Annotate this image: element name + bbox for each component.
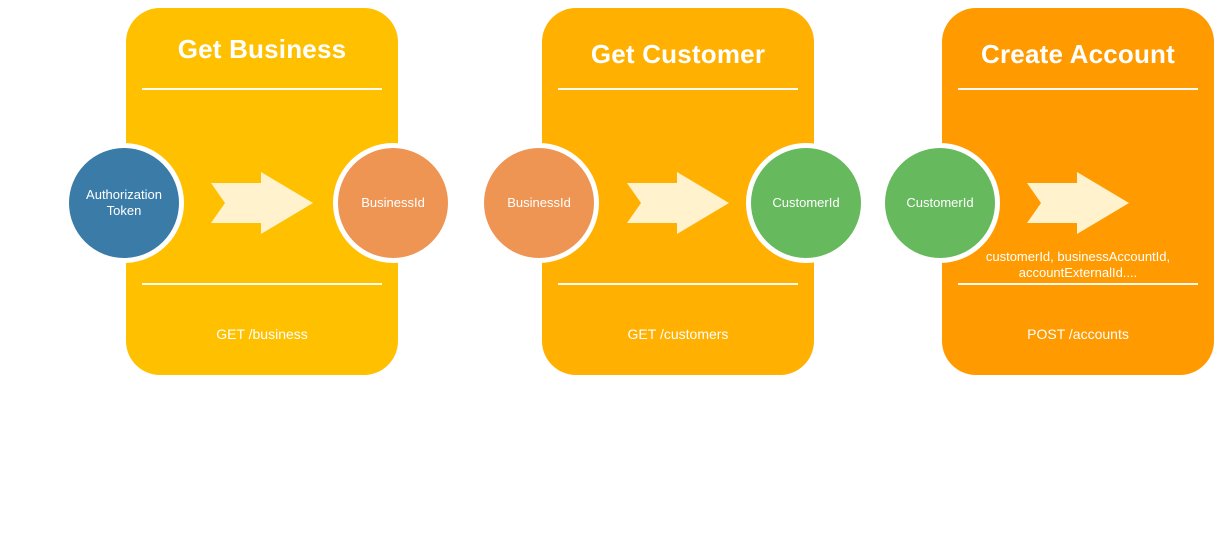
stage-divider (958, 88, 1198, 90)
output-fields-line: accountExternalId.... (1018, 265, 1138, 280)
node-label: CustomerId (906, 195, 974, 210)
business-id-input-node: BusinessId (479, 143, 599, 263)
stage-endpoint: GET /business (216, 326, 308, 342)
stage-title: Create Account (981, 39, 1175, 69)
output-fields-line: customerId, businessAccountId, (985, 249, 1171, 264)
node-label: CustomerId (772, 195, 840, 210)
node-label: BusinessId (507, 195, 571, 210)
stage-divider (558, 88, 798, 90)
stage-divider (142, 88, 382, 90)
customer-id-input-node: CustomerId (880, 143, 1000, 263)
stage-output-fields: customerId, businessAccountId, accountEx… (942, 249, 1214, 281)
stage-divider (558, 283, 798, 285)
authorization-token-node: Authorization Token (64, 143, 184, 263)
stage-endpoint: GET /customers (627, 326, 729, 342)
stage-divider (142, 283, 382, 285)
stage-title: Get Customer (590, 39, 766, 69)
stage-endpoint: POST /accounts (1027, 326, 1129, 342)
flow-arrow-icon (627, 172, 729, 234)
flow-arrow-icon (211, 172, 313, 234)
business-id-output-node: BusinessId (333, 143, 453, 263)
node-label: Token (106, 203, 142, 218)
stage-title: Get Business (177, 34, 347, 64)
customer-id-output-node: CustomerId (746, 143, 866, 263)
node-label: BusinessId (361, 195, 425, 210)
flow-arrow-icon (1027, 172, 1129, 234)
node-label: Authorization (86, 187, 162, 202)
stage-divider (958, 283, 1198, 285)
